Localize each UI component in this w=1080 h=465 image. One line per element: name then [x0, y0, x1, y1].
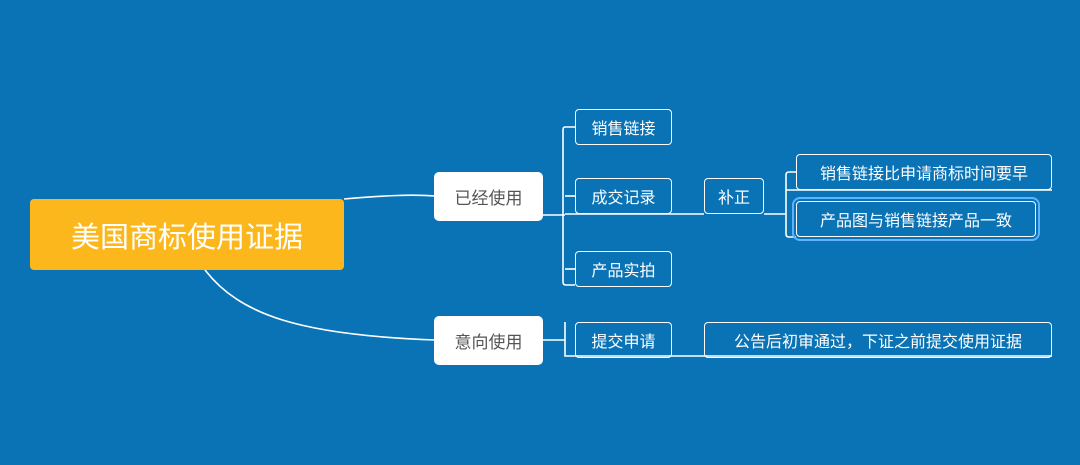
topic-sales-link-label: 销售链接: [591, 119, 656, 138]
topic-used-label: 已经使用: [454, 189, 523, 209]
topic-product-image-match-label: 产品图与销售链接产品一致: [819, 211, 1012, 230]
topic-supplement[interactable]: 补正: [704, 178, 764, 214]
topic-used[interactable]: 已经使用: [434, 172, 543, 221]
topic-product-photo[interactable]: 产品实拍: [575, 251, 672, 287]
topic-submit-application[interactable]: 提交申请: [575, 322, 672, 358]
root-topic[interactable]: 美国商标使用证据: [30, 199, 344, 270]
root-topic-label: 美国商标使用证据: [70, 219, 303, 254]
topic-product-photo-label: 产品实拍: [591, 261, 656, 280]
topic-submit-evidence-label: 公告后初审通过，下证之前提交使用证据: [733, 332, 1022, 351]
topic-sales-link-earlier-label: 销售链接比申请商标时间要早: [819, 164, 1028, 183]
topic-supplement-label: 补正: [717, 188, 750, 207]
topic-submit-application-label: 提交申请: [591, 332, 656, 351]
topic-transaction-record[interactable]: 成交记录: [575, 178, 672, 214]
topic-intent-label: 意向使用: [454, 333, 523, 353]
topic-transaction-record-label: 成交记录: [591, 188, 656, 207]
topic-product-image-match[interactable]: 产品图与销售链接产品一致: [792, 197, 1040, 241]
topic-sales-link[interactable]: 销售链接: [575, 109, 672, 145]
topic-sales-link-earlier[interactable]: 销售链接比申请商标时间要早: [796, 154, 1052, 190]
topic-intent[interactable]: 意向使用: [434, 316, 543, 365]
topic-submit-evidence[interactable]: 公告后初审通过，下证之前提交使用证据: [704, 322, 1052, 358]
